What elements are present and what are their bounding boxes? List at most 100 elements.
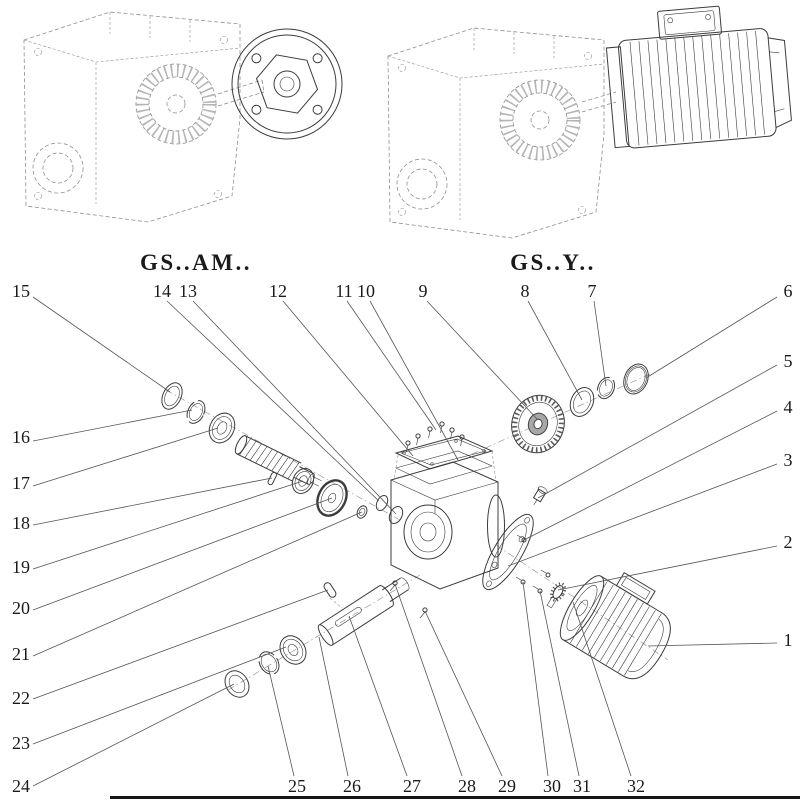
part-16-circlip (186, 400, 206, 424)
motor-rear-cap (768, 37, 792, 128)
part-25-circlip (258, 651, 280, 675)
part-number-23: 23 (12, 733, 30, 753)
leader-line-part-8 (527, 300, 583, 401)
part-number-16: 16 (12, 427, 30, 447)
terminal-box (657, 5, 722, 40)
leader-line-part-9 (426, 300, 539, 421)
part-10-gasket (395, 450, 493, 485)
leader-line-part-21 (32, 511, 363, 657)
part-number-2: 2 (784, 532, 793, 552)
leader-line-part-16 (32, 409, 193, 442)
hatched-bore (500, 80, 580, 160)
part-20-worm-wheel-disc (316, 479, 348, 517)
right-view-label: GS..Y.. (510, 250, 596, 275)
leader-line-part-26 (318, 636, 349, 777)
part-number-1: 1 (784, 630, 793, 650)
exploded-assembly (161, 363, 671, 698)
motor-axis-line (495, 544, 669, 661)
part-7-circlip (596, 376, 616, 400)
gear-axis-line (469, 373, 651, 456)
part-6-seal-ring (623, 363, 649, 395)
gear-housing (390, 461, 505, 590)
part-number-27: 27 (403, 776, 421, 796)
leader-line-part-22 (32, 589, 329, 700)
leader-line-part-20 (32, 497, 333, 611)
part-number-13: 13 (179, 281, 197, 301)
part-2-motor-pinion (546, 582, 567, 609)
part-30-31-flange-screws (515, 534, 551, 594)
leader-line-part-32 (572, 601, 632, 777)
part-number-4: 4 (784, 397, 793, 417)
part-number-7: 7 (588, 281, 597, 301)
part-19-bearing (291, 468, 315, 494)
leader-line-part-24 (32, 683, 235, 787)
leader-line-part-7 (593, 300, 607, 387)
gearbox-view-gs-am (23, 11, 343, 223)
leader-line-part-5 (537, 364, 778, 499)
leader-line-part-15 (32, 296, 171, 393)
part-number-19: 19 (12, 557, 30, 577)
leader-line-part-23 (32, 646, 287, 745)
part-14-shaft-seal (375, 494, 389, 512)
part-number-18: 18 (12, 513, 30, 533)
left-view-label: GS..AM.. (140, 250, 252, 275)
leader-line-part-13 (192, 300, 397, 515)
part-number-14: 14 (153, 281, 171, 301)
part-number-28: 28 (458, 776, 476, 796)
part-17-bearing (208, 412, 236, 444)
part-8-bearing-ring (569, 387, 595, 417)
leader-line-part-1 (647, 642, 778, 647)
part-13-shaft-seal (388, 505, 404, 525)
leader-line-part-12 (282, 300, 414, 457)
output-flange (231, 28, 343, 140)
motor-top-view (605, 5, 792, 149)
gearbox-view-gs-y (387, 5, 792, 239)
part-number-20: 20 (12, 598, 30, 618)
part-11-cover-screws (405, 421, 465, 453)
part-23-bearing (279, 635, 307, 665)
leader-line-part-11 (346, 300, 437, 431)
part-number-32: 32 (627, 776, 645, 796)
leader-line-part-19 (32, 480, 304, 570)
part-18-pin (267, 471, 277, 486)
part-number-22: 22 (12, 688, 30, 708)
part-number-29: 29 (498, 776, 516, 796)
part-number-5: 5 (784, 351, 793, 371)
part-number-26: 26 (343, 776, 361, 796)
output-shaft-ghost (217, 79, 265, 107)
part-9-helical-gear (511, 394, 565, 454)
part-number-21: 21 (12, 644, 30, 664)
part-number-12: 12 (269, 281, 287, 301)
motor-flange (605, 46, 630, 149)
leader-line-part-27 (348, 615, 408, 777)
part-number-17: 17 (12, 473, 30, 493)
part-number-15: 15 (12, 281, 30, 301)
part-number-6: 6 (784, 281, 793, 301)
part-1-motor (559, 572, 671, 680)
part-number-9: 9 (419, 281, 428, 301)
part-3-mounting-flange (482, 513, 534, 591)
leader-line-part-18 (32, 477, 273, 526)
part-number-3: 3 (784, 450, 793, 470)
part-21-spacer-ring (356, 505, 368, 519)
hatched-bore (136, 64, 216, 144)
leader-line-part-30 (522, 581, 549, 777)
leader-line-part-14 (166, 300, 380, 502)
part-number-24: 24 (12, 776, 30, 796)
part-number-8: 8 (521, 281, 530, 301)
part-number-11: 11 (335, 281, 352, 301)
part-22-key (323, 582, 337, 598)
part-number-25: 25 (288, 776, 306, 796)
leader-line-part-3 (507, 463, 778, 567)
part-5-breather-plug (532, 486, 548, 506)
part-28-29-housing-screws (389, 580, 428, 619)
leader-line-part-28 (394, 583, 463, 777)
leader-line-part-17 (32, 427, 219, 487)
part-number-30: 30 (543, 776, 561, 796)
leader-line-part-6 (645, 296, 778, 379)
part-number-31: 31 (573, 776, 591, 796)
leader-line-part-31 (539, 590, 580, 777)
